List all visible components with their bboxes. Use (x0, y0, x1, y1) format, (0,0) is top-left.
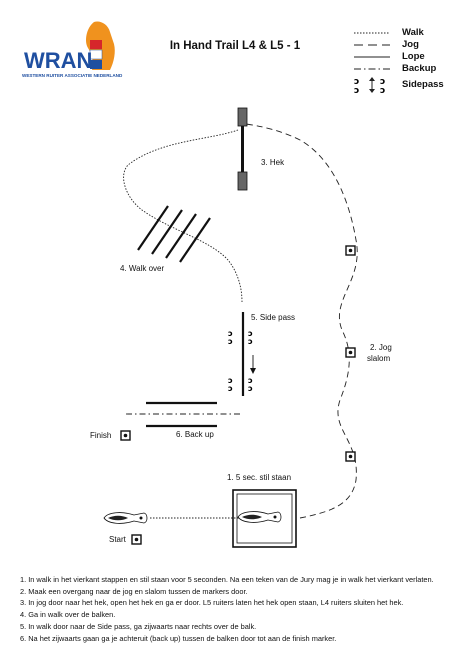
svg-text:ɔ: ɔ (380, 77, 385, 87)
label-sidepass: 5. Side pass (251, 313, 296, 322)
logo-text: WRAN (24, 48, 92, 73)
gate-post-bottom (237, 171, 248, 191)
instruction-item: 6. Na het zijwaarts gaan ga je achteruit… (20, 633, 337, 643)
svg-text:ɔ: ɔ (228, 329, 233, 338)
sidepass-hoofprints-bottom: ɔɔ ɔɔ (228, 376, 253, 393)
walk-path-gate-walkover (123, 129, 243, 303)
svg-text:ɔ: ɔ (228, 337, 233, 346)
walkover-pole-1 (137, 205, 169, 251)
stand-box-outer (232, 489, 297, 548)
legend-jog-label: Jog (402, 39, 419, 50)
wran-logo: WRAN (22, 18, 122, 84)
legend-jog: Jog (352, 39, 470, 51)
svg-text:ɔ: ɔ (228, 376, 233, 385)
slalom-marker-2 (345, 347, 356, 358)
gate-post-top (237, 107, 248, 127)
label-stand: 1. 5 sec. stil staan (227, 473, 292, 482)
instruction-item: 1. In walk in het vierkant stappen en st… (20, 575, 434, 584)
walkover-pole-2 (151, 209, 183, 255)
legend-walk: Walk (352, 27, 470, 39)
horse-icon-stand (237, 511, 282, 523)
jog-path (245, 123, 358, 519)
logo-subtitle: WESTERN RUITER ASSOCIATIE NEDERLAND (22, 73, 123, 78)
stand-box-inner (236, 493, 293, 544)
legend: Walk Jog Lope Backup ɔ ɔ ɔ ɔ Sidepass (352, 27, 470, 95)
start-marker (131, 534, 142, 545)
label-slalom: slalom (367, 354, 391, 363)
label-walkover: 4. Walk over (120, 264, 165, 273)
legend-walk-label: Walk (402, 27, 424, 38)
slalom-marker-3 (345, 451, 356, 462)
label-gate: 3. Hek (261, 158, 285, 167)
walkover-pole-3 (165, 213, 197, 259)
svg-text:ɔ: ɔ (248, 329, 253, 338)
sidepass-hoofprints-top: ɔɔ ɔɔ (228, 329, 253, 346)
svg-text:ɔ: ɔ (380, 86, 385, 95)
svg-text:ɔ: ɔ (354, 86, 359, 95)
svg-text:ɔ: ɔ (228, 384, 233, 393)
page-title: In Hand Trail L4 & L5 - 1 (169, 40, 301, 52)
instruction-item: 4. Ga in walk over de balken. (20, 610, 116, 620)
legend-lope-label: Lope (402, 51, 425, 62)
legend-backup: Backup (352, 63, 470, 75)
label-finish: Finish (90, 431, 112, 440)
label-start: Start (109, 535, 126, 544)
instruction-item: 5. In walk door naar de Side pass, ga zi… (20, 621, 257, 631)
svg-text:ɔ: ɔ (354, 77, 359, 87)
sidepass-icon: ɔ ɔ ɔ ɔ (354, 77, 385, 95)
instruction-item: 2. Maak een overgang naar de jog en slal… (20, 586, 248, 596)
walkover-pole-4 (179, 217, 211, 263)
slalom-marker-1 (345, 245, 356, 256)
legend-backup-label: Backup (402, 63, 437, 74)
svg-text:ɔ: ɔ (248, 384, 253, 393)
svg-text:ɔ: ɔ (248, 337, 253, 346)
label-jog: 2. Jog (370, 343, 392, 352)
instruction-item: 3. In jog door naar het hek, open het he… (20, 598, 404, 608)
horse-icon-start (103, 512, 148, 524)
legend-lope: Lope (352, 51, 470, 63)
legend-sidepass-label: Sidepass (402, 79, 444, 90)
label-backup: 6. Back up (176, 430, 214, 439)
instructions-list: 1. In walk in het vierkant stappen en st… (20, 574, 470, 644)
legend-sidepass: ɔ ɔ ɔ ɔ Sidepass (352, 75, 470, 95)
finish-marker (120, 430, 131, 441)
svg-text:ɔ: ɔ (248, 376, 253, 385)
